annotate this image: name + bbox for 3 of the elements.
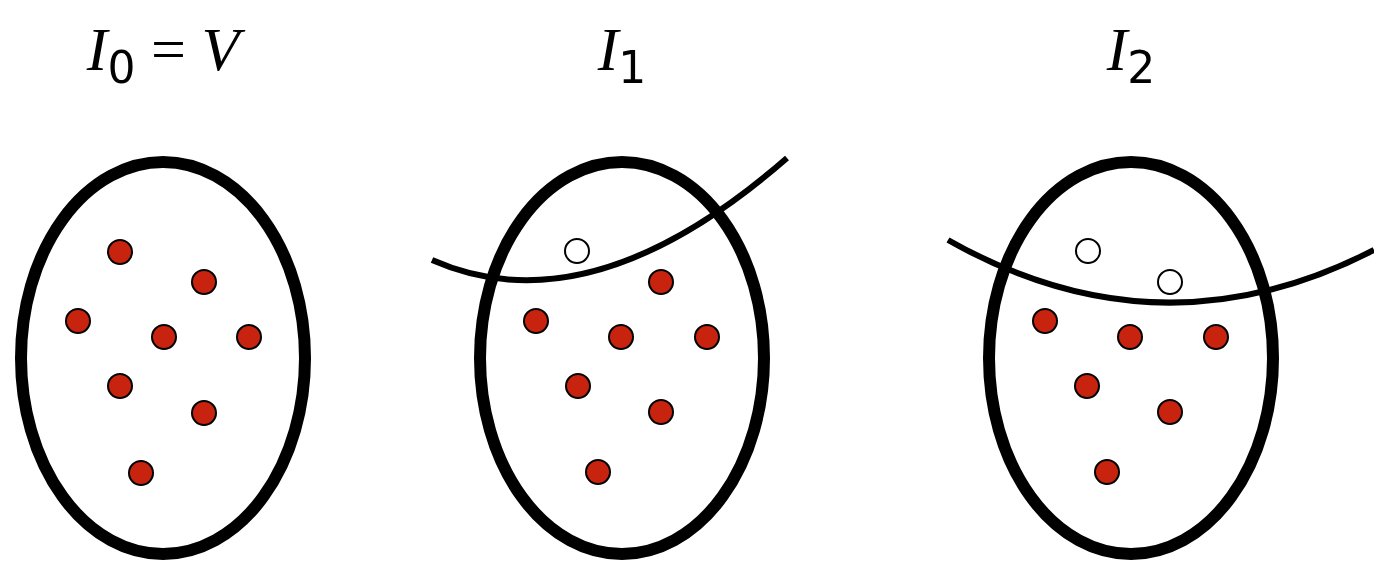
set-label: I$_{2}$ [1105,18,1157,91]
set-label: I$_{1}$ [596,18,648,91]
set-label: I$_{0}$ = V [0,18,328,91]
